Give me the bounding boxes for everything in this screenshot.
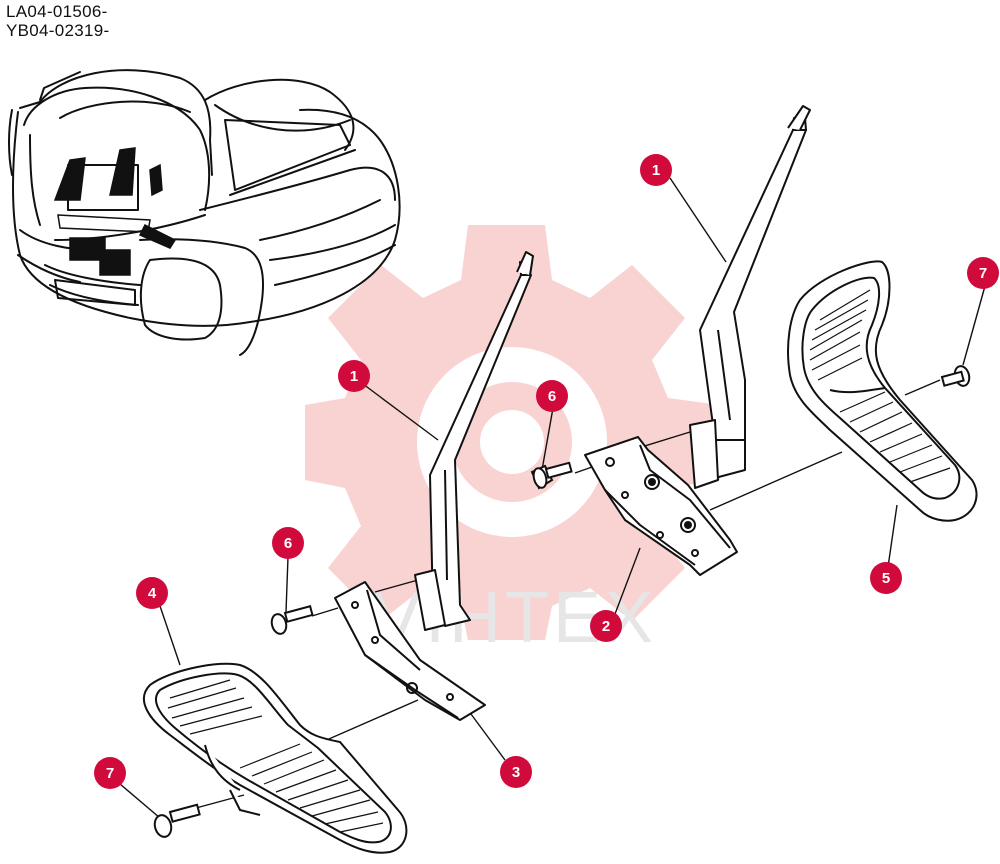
callout-label: 7 bbox=[106, 765, 114, 782]
part-bracket-left bbox=[334, 581, 486, 721]
model-header: LA04-01506- YB04-02319- bbox=[6, 2, 109, 40]
machine-controls bbox=[53, 147, 177, 276]
part-rod-right bbox=[689, 105, 811, 489]
part-bracket-right bbox=[584, 436, 738, 576]
callout-label: 7 bbox=[979, 265, 987, 282]
callout-label: 3 bbox=[512, 764, 520, 781]
callout-3: 3 bbox=[500, 756, 532, 788]
callout-label: 1 bbox=[350, 368, 358, 385]
bolt-7-right bbox=[940, 365, 971, 387]
callout-label: 5 bbox=[882, 570, 890, 587]
part-pedal-left bbox=[143, 662, 408, 854]
callout-label: 1 bbox=[652, 162, 660, 179]
callout-6-right: 6 bbox=[536, 380, 568, 412]
callout-6-left: 6 bbox=[272, 527, 304, 559]
model-serial-line-1: LA04-01506- bbox=[6, 2, 108, 21]
callout-2: 2 bbox=[590, 610, 622, 642]
callout-5: 5 bbox=[870, 562, 902, 594]
callout-label: 4 bbox=[148, 585, 157, 602]
callout-1-left: 1 bbox=[338, 360, 370, 392]
callout-label: 2 bbox=[602, 618, 610, 635]
machine-illustration bbox=[8, 69, 401, 356]
bolt-7-left bbox=[153, 803, 201, 838]
callout-7-left: 7 bbox=[94, 757, 126, 789]
callout-7-right: 7 bbox=[967, 257, 999, 289]
bolt-6-left bbox=[270, 605, 314, 635]
callout-1-right: 1 bbox=[640, 154, 672, 186]
callout-badges: 1 1 2 3 4 5 6 6 bbox=[94, 154, 999, 789]
leader-lines bbox=[119, 177, 986, 819]
model-serial-line-2: YB04-02319- bbox=[6, 21, 110, 40]
callout-label: 6 bbox=[548, 388, 556, 405]
part-rod-left bbox=[414, 251, 534, 631]
callout-4: 4 bbox=[136, 577, 168, 609]
part-pedal-right bbox=[787, 260, 978, 522]
callout-label: 6 bbox=[284, 535, 292, 552]
bolt-6-right bbox=[530, 461, 573, 490]
